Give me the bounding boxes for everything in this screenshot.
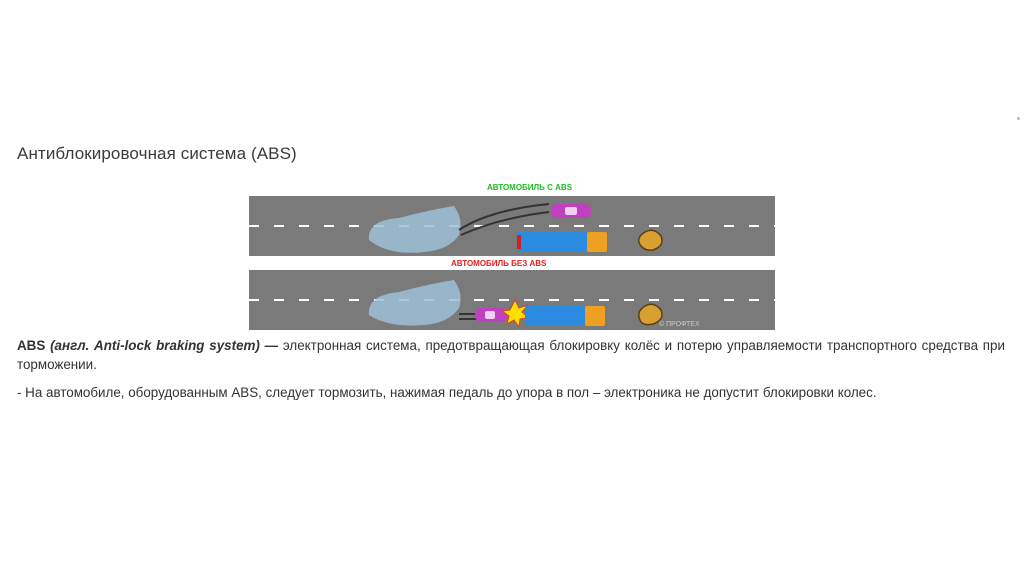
abs-translation: (англ. Anti-lock braking system) — bbox=[50, 338, 279, 353]
bus-icon bbox=[517, 232, 607, 252]
label-with-abs: АВТОМОБИЛЬ С ABS bbox=[487, 183, 573, 192]
car-crash-icon bbox=[475, 308, 507, 322]
abs-illustration: АВТОМОБИЛЬ С ABS АВТОМОБИЛЬ БЕЗ ABS © bbox=[249, 180, 775, 330]
rock-icon bbox=[638, 229, 663, 251]
abs-term: ABS bbox=[17, 338, 46, 353]
slide-title: Антиблокировочная система (ABS) bbox=[17, 144, 297, 163]
body-text: ABS (англ. Anti-lock braking system) — э… bbox=[17, 336, 1005, 411]
abs-definition-paragraph: ABS (англ. Anti-lock braking system) — э… bbox=[17, 336, 1005, 374]
abs-definition: электронная система, предотвращающая бло… bbox=[17, 338, 1005, 372]
abs-tip-paragraph: - На автомобиле, оборудованным ABS, след… bbox=[17, 385, 877, 400]
road-without-abs: АВТОМОБИЛЬ БЕЗ ABS © ПРОФТЕХ bbox=[249, 259, 775, 330]
car-icon bbox=[551, 204, 591, 218]
watermark: © ПРОФТЕХ bbox=[659, 320, 700, 328]
rock-icon-bottom bbox=[638, 303, 663, 326]
label-without-abs: АВТОМОБИЛЬ БЕЗ ABS bbox=[451, 259, 547, 268]
bus-icon-bottom bbox=[525, 306, 605, 326]
crash-star-icon bbox=[500, 298, 531, 329]
corner-mark bbox=[1017, 117, 1020, 120]
road-with-abs: АВТОМОБИЛЬ С ABS bbox=[249, 183, 775, 256]
